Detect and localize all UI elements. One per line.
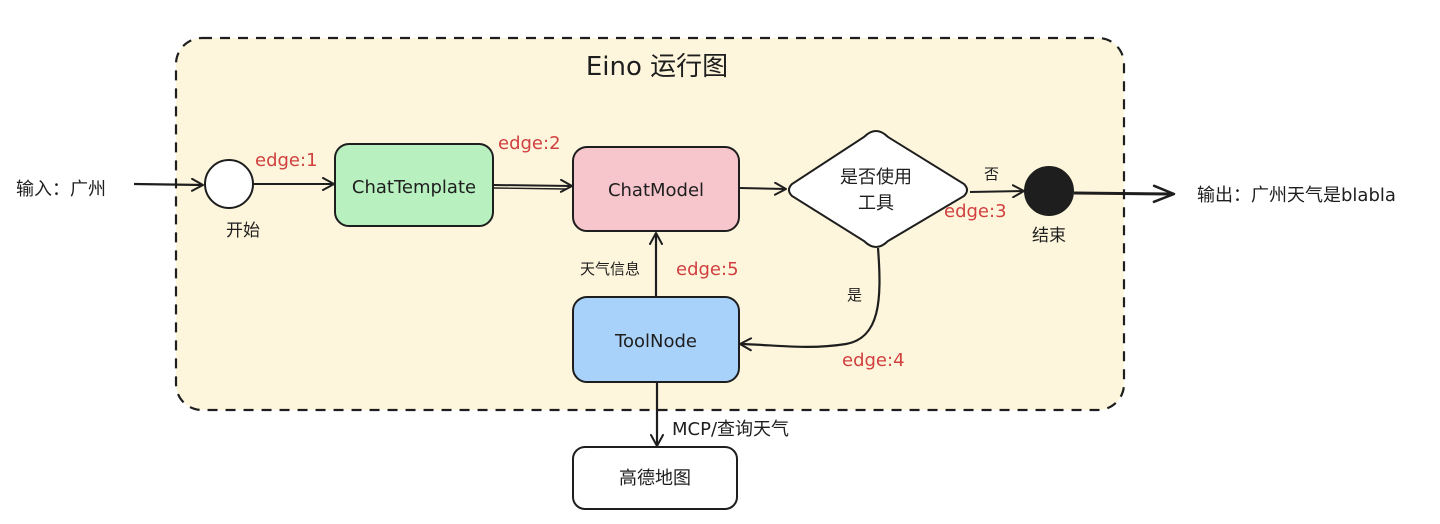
output-label: 输出：广州天气是blabla <box>1197 185 1396 206</box>
chat-template-label: ChatTemplate <box>352 177 476 198</box>
chat-model-node[interactable] <box>572 146 740 232</box>
decision-label-line1: 是否使用 <box>840 167 912 188</box>
input-label: 输入：广州 <box>16 179 106 200</box>
edge-1-label: edge:1 <box>255 150 318 171</box>
edge-5-weather-info-label: 天气信息 <box>580 260 640 278</box>
chat-model-label: ChatModel <box>608 180 704 201</box>
edge-4-yes-label: 是 <box>847 286 862 304</box>
model-to-decision-arrow <box>739 181 787 196</box>
edge-5-label: edge:5 <box>676 259 739 280</box>
end-node[interactable] <box>1024 166 1074 216</box>
chat-template-node[interactable] <box>334 143 494 227</box>
output-arrow <box>1073 184 1176 204</box>
amap-label: 高德地图 <box>619 468 691 489</box>
start-node[interactable] <box>204 159 254 209</box>
end-label: 结束 <box>1032 226 1066 246</box>
graph-title: Eino 运行图 <box>586 52 728 82</box>
mcp-label: MCP/查询天气 <box>672 419 789 440</box>
tool-node-label: ToolNode <box>614 331 697 352</box>
decision-label-line2: 工具 <box>858 193 894 214</box>
edge-3-no-label: 否 <box>984 165 999 183</box>
edge-4-arrow <box>739 247 881 352</box>
edge-2-label: edge:2 <box>498 133 561 154</box>
edge-4-label: edge:4 <box>842 350 905 371</box>
edge-3-label: edge:3 <box>944 201 1007 222</box>
amap-node[interactable] <box>572 446 738 510</box>
decision-node[interactable] <box>788 129 968 249</box>
input-arrow <box>133 177 204 192</box>
edge-2-arrow <box>493 178 573 193</box>
start-label: 开始 <box>226 221 260 241</box>
edge-3-arrow <box>969 184 1025 199</box>
tool-node[interactable] <box>572 296 740 383</box>
